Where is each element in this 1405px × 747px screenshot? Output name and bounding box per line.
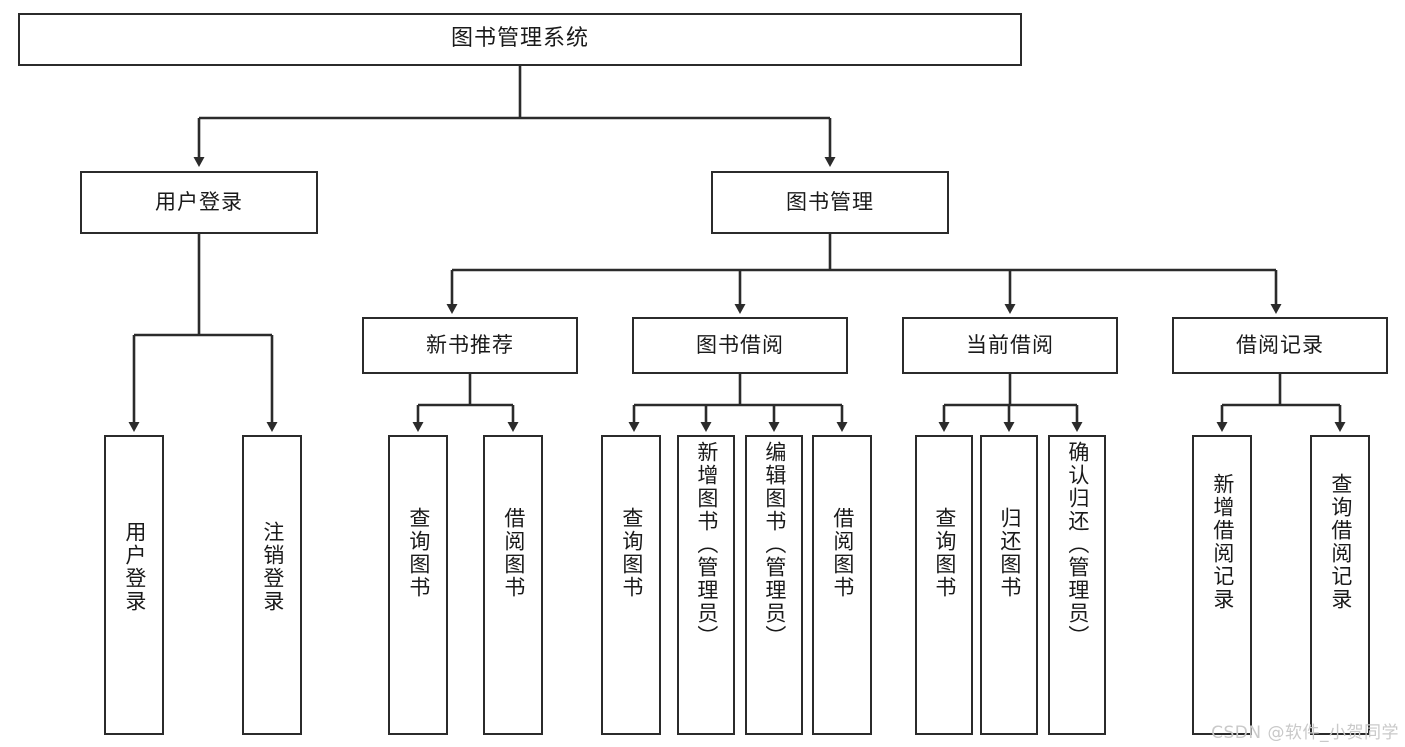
node-label: 用户登录 — [122, 521, 147, 613]
node-label: 借阅图书 — [501, 507, 526, 599]
node-label: 注销登录 — [260, 521, 285, 613]
node-new-book-recommend[interactable]: 新书推荐 — [362, 317, 578, 374]
leaf-logout[interactable]: 注销登录 — [242, 435, 302, 735]
node-label: 图书借阅 — [696, 332, 784, 357]
leaf-borrow-books-recommend[interactable]: 借阅图书 — [483, 435, 543, 735]
leaf-query-books-recommend[interactable]: 查询图书 — [388, 435, 448, 735]
node-label: 编辑图书（管理员） — [762, 441, 787, 648]
node-label: 确认归还（管理员） — [1065, 441, 1090, 648]
leaf-add-book-admin[interactable]: 新增图书（管理员） — [677, 435, 735, 735]
node-label: 查询图书 — [619, 507, 644, 599]
node-label: 借阅图书 — [830, 507, 855, 599]
leaf-query-books-borrow[interactable]: 查询图书 — [601, 435, 661, 735]
node-label: 查询借阅记录 — [1328, 473, 1353, 611]
leaf-borrow-books[interactable]: 借阅图书 — [812, 435, 872, 735]
node-label: 查询图书 — [406, 507, 431, 599]
node-book-management[interactable]: 图书管理 — [711, 171, 949, 234]
node-current-borrow[interactable]: 当前借阅 — [902, 317, 1118, 374]
leaf-user-login[interactable]: 用户登录 — [104, 435, 164, 735]
node-label: 图书管理系统 — [450, 26, 589, 52]
leaf-add-borrow-record[interactable]: 新增借阅记录 — [1192, 435, 1252, 735]
node-label: 归还图书 — [997, 507, 1022, 599]
leaf-edit-book-admin[interactable]: 编辑图书（管理员） — [745, 435, 803, 735]
node-label: 当前借阅 — [966, 332, 1054, 357]
node-label: 图书管理 — [786, 189, 874, 214]
node-label: 借阅记录 — [1236, 332, 1324, 357]
node-book-borrow[interactable]: 图书借阅 — [632, 317, 848, 374]
leaf-return-books[interactable]: 归还图书 — [980, 435, 1038, 735]
node-label: 用户登录 — [155, 189, 243, 214]
node-label: 新增借阅记录 — [1210, 473, 1235, 611]
leaf-query-books-current[interactable]: 查询图书 — [915, 435, 973, 735]
leaf-query-borrow-record[interactable]: 查询借阅记录 — [1310, 435, 1370, 735]
node-label: 新增图书（管理员） — [694, 441, 719, 648]
node-label: 新书推荐 — [426, 332, 514, 357]
node-label: 查询图书 — [932, 507, 957, 599]
node-root-system[interactable]: 图书管理系统 — [18, 13, 1022, 66]
node-borrow-record[interactable]: 借阅记录 — [1172, 317, 1388, 374]
leaf-confirm-return-admin[interactable]: 确认归还（管理员） — [1048, 435, 1106, 735]
watermark-text: CSDN @软件_小贺同学 — [1211, 723, 1399, 743]
node-user-login[interactable]: 用户登录 — [80, 171, 318, 234]
